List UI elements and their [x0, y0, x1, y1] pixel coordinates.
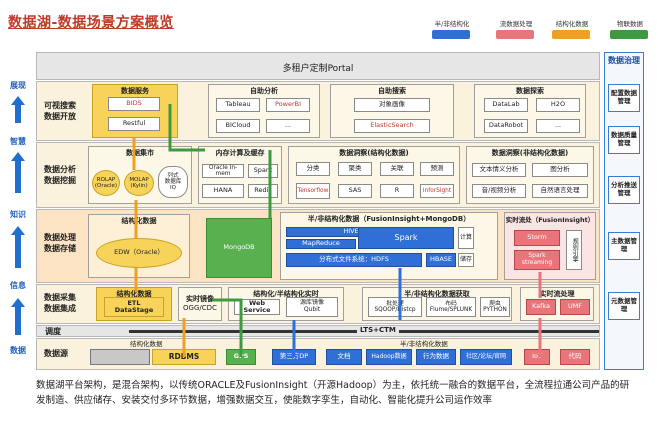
- cluster-box[interactable]: 聚类: [338, 162, 372, 176]
- schedule-bar-label: LTS+CTM: [357, 326, 399, 334]
- code-box[interactable]: 代码: [560, 349, 590, 365]
- legend-label-semi: 半/非结构化: [434, 20, 470, 28]
- h2o-box[interactable]: H2O: [536, 98, 580, 112]
- datalab-box[interactable]: DataLab: [484, 98, 528, 112]
- storage-label: 储存: [458, 253, 474, 267]
- left-label-knowledge: 知识: [10, 210, 26, 219]
- sas-box[interactable]: SAS: [338, 184, 372, 198]
- oracle-inmem-box[interactable]: Oracle In-mem: [202, 164, 244, 178]
- spark-mem-box[interactable]: Spark: [248, 164, 278, 178]
- legend-label-iot: 物联数据: [617, 20, 643, 28]
- mongodb-box[interactable]: MongoDB: [206, 218, 272, 278]
- gps-box[interactable]: GPS: [226, 349, 256, 365]
- left-label-present: 展现: [10, 81, 26, 90]
- spark-streaming-box[interactable]: Spark streaming: [514, 250, 560, 270]
- molap-box[interactable]: MOLAP (Kylin): [124, 170, 154, 196]
- source-label: 数据源: [44, 349, 68, 358]
- server-icon: [90, 349, 150, 365]
- legend-swatch-struct: [552, 30, 590, 39]
- predict-box[interactable]: 预测: [420, 162, 454, 176]
- analysis-label: 数据分析数据挖掘: [44, 165, 76, 185]
- bicloud-box[interactable]: BICloud: [216, 119, 260, 133]
- iot-box[interactable]: IoT: [524, 349, 550, 365]
- rules-engine-box[interactable]: 规则引擎: [566, 230, 582, 270]
- page-title: 数据湖-数据场景方案概览: [8, 15, 174, 31]
- legend-label-stream: 流数据处理: [499, 20, 533, 28]
- flume-box[interactable]: 布码 Flume/SPLUNK: [426, 297, 476, 317]
- r-box[interactable]: R: [380, 184, 414, 198]
- webservice-box[interactable]: Web Service: [234, 299, 280, 315]
- association-box[interactable]: 关联: [380, 162, 414, 176]
- source-struct-label: 结构化数据: [130, 340, 163, 348]
- spark-compute-box[interactable]: Spark: [358, 227, 454, 249]
- hadoop-data-box[interactable]: Hadoop数据: [366, 349, 412, 365]
- bids-box[interactable]: BIDS: [108, 97, 160, 111]
- graph-analysis-box[interactable]: 图分析: [532, 163, 588, 177]
- third-party-dp-box[interactable]: 第三方DP: [272, 349, 316, 365]
- elasticsearch-box[interactable]: ElasticSearch: [354, 119, 430, 133]
- hana-box[interactable]: HANA: [202, 184, 244, 198]
- up-arrow-icon: [11, 152, 25, 161]
- more-explore-box[interactable]: ...: [536, 119, 580, 133]
- batch-box[interactable]: 批处理 SQOOP/Distcp: [368, 297, 422, 317]
- processing-label: 数据处理数据存储: [44, 233, 76, 253]
- classify-box[interactable]: 分类: [296, 162, 330, 176]
- up-arrow-icon: [11, 226, 25, 235]
- governance-title: 数据治理: [608, 56, 640, 65]
- rdbms-box[interactable]: RDBMS: [152, 349, 216, 365]
- powerbi-box[interactable]: PowerBI: [266, 98, 310, 112]
- umf-box[interactable]: UMF: [560, 299, 590, 315]
- text-sentiment-box[interactable]: 文本情义分析: [472, 163, 526, 177]
- hdfs-box[interactable]: 分布式文件系统：HDFS: [286, 253, 422, 267]
- more-analysis-box[interactable]: ...: [266, 119, 310, 133]
- mirror-box[interactable]: 源库镜像 Qubit: [286, 297, 338, 317]
- legend-swatch-stream: [496, 30, 534, 39]
- up-arrow-icon: [11, 298, 25, 307]
- crawler-box[interactable]: 爬虫 PYTHON: [480, 297, 510, 317]
- present-label: 可视搜索数据开放: [44, 101, 76, 121]
- mapreduce-box[interactable]: MapReduce: [286, 239, 356, 249]
- nlp-box[interactable]: 自然语言处理: [532, 184, 588, 198]
- collect-label: 数据采集数据集成: [44, 293, 76, 313]
- etl-box[interactable]: ETL DataStage: [104, 297, 164, 317]
- document-box[interactable]: 文档: [326, 349, 362, 365]
- inforsight-box[interactable]: InforSight: [420, 184, 454, 198]
- object-portrait-box[interactable]: 对象画像: [354, 98, 430, 112]
- master-data-mgmt[interactable]: 主数据管理: [608, 232, 640, 260]
- config-data-mgmt[interactable]: 配置数据管理: [608, 84, 640, 112]
- left-label-info: 信息: [10, 281, 26, 290]
- hbase-box[interactable]: HBASE: [426, 253, 456, 267]
- metadata-mgmt[interactable]: 元数据管理: [608, 292, 640, 320]
- left-label-wisdom: 智慧: [10, 137, 26, 146]
- legend-swatch-semi: [432, 30, 470, 39]
- description-text: 数据湖平台架构，是混合架构，以传统ORACLE及FusionInsight（开源…: [36, 380, 630, 406]
- kafka-box[interactable]: Kafka: [526, 299, 556, 315]
- left-label-data: 数据: [10, 346, 26, 355]
- compute-label: 计算: [458, 227, 474, 249]
- source-semi-label: 半/非结构化数据: [400, 340, 448, 348]
- behavior-data-box[interactable]: 行为数据: [416, 349, 456, 365]
- community-box[interactable]: 社区/论坛/官网: [460, 349, 512, 365]
- edw-box[interactable]: EDW（Oracle）: [96, 238, 182, 268]
- tensorflow-box[interactable]: Tensorflow: [296, 183, 330, 199]
- schedule-layer: 调度 LTS+CTM: [36, 325, 600, 337]
- redis-box[interactable]: Redis: [248, 184, 278, 198]
- legend-label-struct: 结构化数据: [555, 20, 589, 28]
- storm-box[interactable]: Storm: [514, 230, 560, 246]
- portal-layer: 多租户定制Portal: [36, 52, 600, 80]
- realtime-sync-group: 实时镜像 OGG/CDC: [178, 287, 222, 321]
- rolap-box[interactable]: ROLAP (Oracle): [92, 170, 120, 196]
- portal-label: 多租户定制Portal: [282, 64, 354, 74]
- columnar-db-box[interactable]: 列式 数据库 IQ: [158, 166, 188, 198]
- av-analysis-box[interactable]: 音/视频分析: [472, 184, 526, 198]
- legend-swatch-iot: [610, 30, 648, 39]
- analysis-push-mgmt[interactable]: 分析推送管理: [608, 176, 640, 204]
- quality-mgmt[interactable]: 数据质量管理: [608, 126, 640, 154]
- datarobot-box[interactable]: DataRobot: [484, 119, 528, 133]
- up-arrow-icon: [11, 96, 25, 105]
- tableau-box[interactable]: Tableau: [216, 98, 260, 112]
- restful-box[interactable]: Restful: [108, 117, 160, 131]
